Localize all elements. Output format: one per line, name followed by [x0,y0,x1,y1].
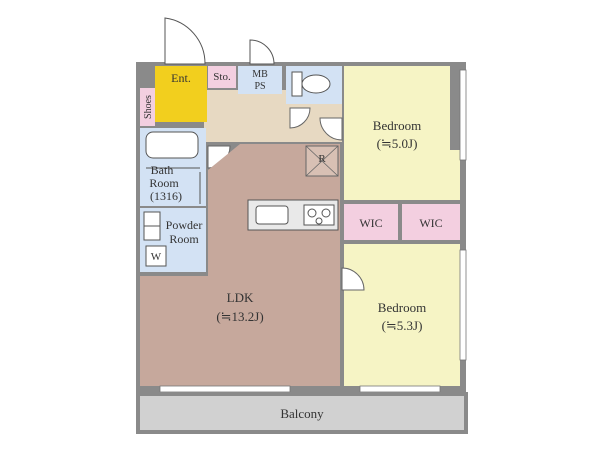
bedroom-2-door-swing [341,267,365,291]
bedroom-1-wing [444,150,460,200]
label-washer: W [151,251,162,263]
label-mbps-2: PS [254,81,265,92]
label-shoes: Shoes [143,95,154,119]
kitchen-sink [255,205,289,225]
mbps-door-swing [249,39,275,65]
toilet-bowl [301,74,331,94]
entrance-area [155,66,207,122]
front-door-swing [164,17,206,65]
toilet-door-swing [289,107,311,129]
hall-door-swing [319,117,343,141]
burner-2 [321,208,331,218]
washer-box [145,245,167,267]
window-bedroom-2 [459,249,467,361]
bedroom-1 [344,66,450,200]
toilet-tank [291,71,303,97]
label-wic-1: WIC [359,216,382,230]
bedroom-2 [344,244,460,386]
label-bedroom-1-name: Bedroom [373,118,421,133]
burner-1 [307,208,317,218]
label-wic-2: WIC [419,216,442,230]
label-storage: Sto. [213,71,231,83]
label-bedroom-1-size: (≒5.0J) [377,136,418,151]
label-powder-2: Room [169,232,199,246]
storage-closet [208,66,236,88]
burner-3 [315,217,323,225]
window-bedroom-1 [459,69,467,161]
refrigerator-diagonal-2 [305,145,339,177]
wic-closet-1 [344,204,398,240]
mbps-shaft [238,66,282,94]
label-mbps-1: MB [252,69,268,80]
label-balcony: Balcony [280,406,324,421]
window-bedroom-2-south [359,385,441,393]
window-ldk-south [159,385,291,393]
shoes-closet [140,88,155,126]
stove-plate [303,204,335,226]
label-ldk-name: LDK [227,290,254,305]
label-ldk-size: (≒13.2J) [216,309,263,324]
label-powder-1: Powder [166,218,203,232]
label-bath-2: Room [149,176,179,190]
bathtub [145,131,199,159]
label-entrance: Ent. [171,71,191,85]
balcony-floor [136,392,468,434]
label-bedroom-2-name: Bedroom [378,300,426,315]
label-bath-1: Bath [151,163,174,177]
label-bath-3: (1316) [150,189,182,203]
label-bedroom-2-size: (≒5.3J) [382,318,423,333]
label-refrigerator: R [318,153,326,165]
wic-closet-2 [402,204,460,240]
